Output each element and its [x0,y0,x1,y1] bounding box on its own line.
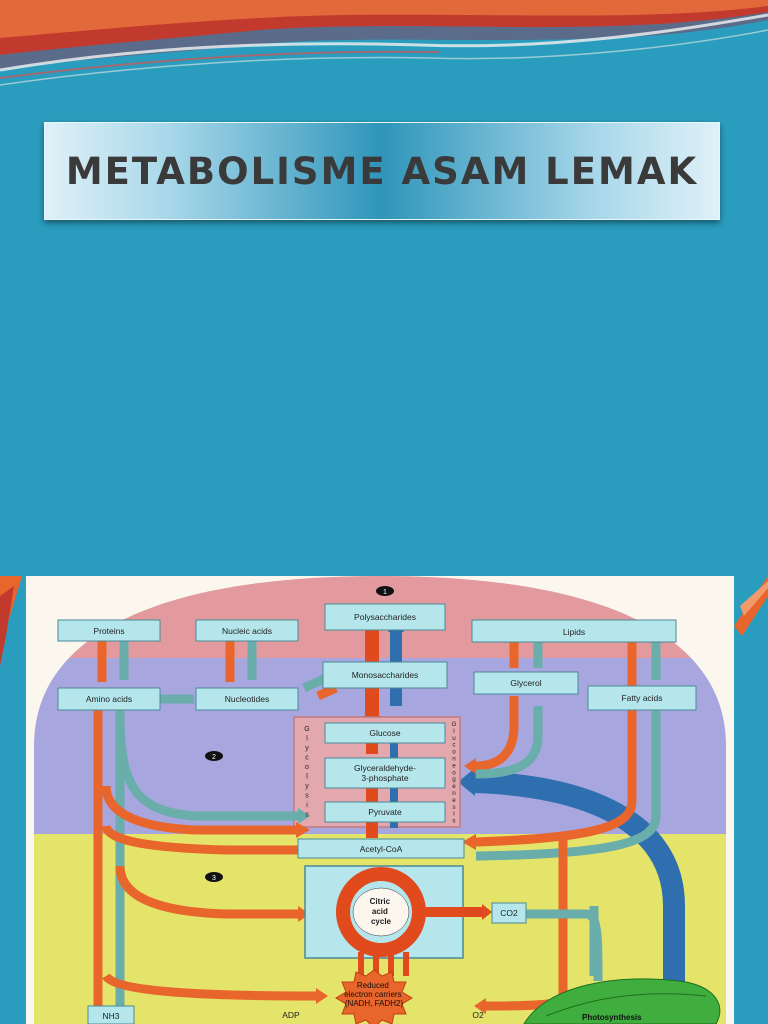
vertical-letter: o [452,769,456,776]
carrier-arrows [358,952,409,976]
box-nucleic-acids [195,619,299,642]
box-co2 [491,902,527,924]
label-glucose: Glucose [369,728,400,738]
slide-title: METABOLISME ASAM LEMAK [65,149,699,193]
box-glucose [324,722,446,744]
label-o2: O2 [472,1010,484,1020]
box-g3p [324,757,446,789]
label-polysaccharides: Polysaccharides [354,612,416,622]
vertical-letter: l [453,728,454,735]
vertical-letter: c [452,742,455,749]
vertical-letter: G [304,726,309,733]
label-nucleic-acids: Nucleic acids [222,626,272,636]
box-pyruvate [324,801,446,823]
vertical-letter: y [305,783,309,790]
vertical-letter: e [452,797,456,804]
label-glycerol: Glycerol [510,678,541,688]
label-g3p-line2: 3-phosphate [361,773,409,783]
box-nh3 [87,1005,135,1024]
co2-to-photosynthesis-arrow [526,909,603,982]
citric-cycle-label: Citric acid cycle [370,897,393,926]
vertical-letter: y [305,745,309,752]
marker-1: 1 [376,586,394,596]
label-proteins: Proteins [93,626,124,636]
box-acetyl-coa [297,838,465,859]
label-co2: CO2 [500,908,518,918]
vertical-letter: n [452,756,456,763]
vertical-letter: s [452,804,455,811]
electron-carriers-label: Reduced electron carriers (NADH, FADH2) [344,981,404,1008]
vertical-letter: g [452,776,456,783]
svg-text:2: 2 [212,754,216,761]
label-adp: ADP [282,1010,300,1020]
top-swoosh-decoration [0,0,768,110]
citric-cycle-center [352,887,410,937]
box-amino-acids [57,687,161,711]
marker-3: 3 [205,872,223,882]
vertical-letter: e [452,762,456,769]
vertical-letter: o [452,749,456,756]
electron-carriers-burst [335,969,413,1024]
box-nucleotides [195,687,299,711]
vertical-letter: c [305,755,309,762]
svg-text:3: 3 [212,875,216,882]
label-g3p-line1: Glyceraldehyde- [354,763,416,773]
vertical-letter: i [453,811,454,818]
box-glycerol [473,671,579,695]
metabolic-pathway-diagram: 1 2 3 [26,576,734,1024]
vertical-letter: n [452,790,456,797]
vertical-letter: s [305,812,309,819]
label-nucleotides: Nucleotides [225,694,269,704]
photosynthesis-label: Photosynthesis [582,1013,642,1022]
box-monosaccharides [322,661,448,689]
vertical-letter: e [452,783,456,790]
label-acetyl-coa: Acetyl-CoA [360,844,403,854]
vertical-letter: G [452,721,457,728]
photosynthesis-leaf [523,978,721,1024]
label-fatty-acids: Fatty acids [621,693,662,703]
left-corner-decoration [0,576,22,666]
vertical-letter: u [452,735,456,742]
label-monosaccharides: Monosaccharides [352,670,419,680]
label-amino-acids: Amino acids [86,694,132,704]
box-lipids [471,619,677,643]
box-proteins [57,619,161,642]
box-fatty-acids [587,685,697,711]
top-arrows [97,640,661,704]
box-polysaccharides [324,603,446,631]
marker-2: 2 [205,751,223,761]
vertical-letter: l [306,736,308,743]
slide-title-box: METABOLISME ASAM LEMAK [44,122,720,220]
label-lipids: Lipids [563,627,585,637]
vertical-letter: s [452,818,455,825]
vertical-letter: i [306,802,308,809]
vertical-letter: s [305,793,309,800]
label-nh3: NH3 [102,1011,119,1021]
vertical-letter: o [305,764,309,771]
label-pyruvate: Pyruvate [368,807,402,817]
vertical-letter: l [306,774,308,781]
svg-text:1: 1 [383,589,387,596]
left-curved-arrows [93,696,317,1006]
right-corner-decoration [734,576,768,636]
